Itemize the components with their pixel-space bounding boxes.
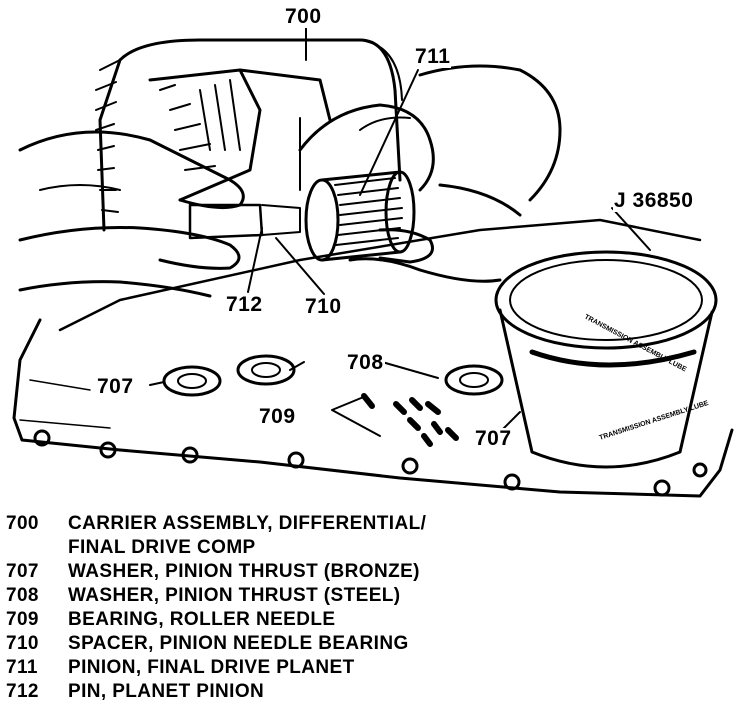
legend-desc: SPACER, PINION NEEDLE BEARING xyxy=(68,633,409,654)
legend-item-708: 708 WASHER, PINION THRUST (STEEL) xyxy=(6,584,706,608)
illustration: TRANSMISSION ASSEMBLY LUBE TRANSMISSION … xyxy=(12,27,734,498)
legend-code: 712 xyxy=(6,681,39,702)
left-hand xyxy=(18,130,301,298)
legend-item-709: 709 BEARING, ROLLER NEEDLE xyxy=(6,608,706,632)
legend-desc: PINION, FINAL DRIVE PLANET xyxy=(68,657,355,678)
legend-code xyxy=(6,536,68,560)
callout-709: 709 xyxy=(258,405,297,428)
legend-item-700-cont: FINAL DRIVE COMP xyxy=(6,536,706,560)
right-hand xyxy=(298,64,562,283)
legend-desc: CARRIER ASSEMBLY, DIFFERENTIAL/ xyxy=(68,513,427,534)
legend-desc: WASHER, PINION THRUST (STEEL) xyxy=(68,585,401,606)
legend-desc: BEARING, ROLLER NEEDLE xyxy=(68,609,336,630)
legend-code: 711 xyxy=(6,657,38,678)
legend-item-711: 711 PINION, FINAL DRIVE PLANET xyxy=(6,656,706,680)
callout-700: 700 xyxy=(284,5,323,28)
pinion-gear-711 xyxy=(304,170,416,262)
parts-legend: 700 CARRIER ASSEMBLY, DIFFERENTIAL/ FINA… xyxy=(6,512,706,704)
legend-desc: WASHER, PINION THRUST (BRONZE) xyxy=(68,561,420,582)
legend-code: 707 xyxy=(6,561,39,582)
legend-code: 709 xyxy=(6,609,39,630)
legend-code: 710 xyxy=(6,633,39,654)
diagram-figure: TRANSMISSION ASSEMBLY LUBE TRANSMISSION … xyxy=(12,5,734,498)
callout-712: 712 xyxy=(225,293,264,316)
case-plate xyxy=(12,218,734,498)
legend-item-700: 700 CARRIER ASSEMBLY, DIFFERENTIAL/ xyxy=(6,512,706,536)
lube-cup: TRANSMISSION ASSEMBLY LUBE TRANSMISSION … xyxy=(494,250,718,469)
callout-710: 710 xyxy=(304,295,343,318)
thrust-washers xyxy=(162,354,504,397)
callout-j-36850: J 36850 xyxy=(613,189,695,212)
legend-item-712: 712 PIN, PLANET PINION xyxy=(6,680,706,704)
legend-code: 708 xyxy=(6,585,39,606)
cup-label: TRANSMISSION ASSEMBLY LUBE xyxy=(598,400,709,442)
callout-708: 708 xyxy=(346,351,385,374)
legend-item-710: 710 SPACER, PINION NEEDLE BEARING xyxy=(6,632,706,656)
legend-item-707: 707 WASHER, PINION THRUST (BRONZE) xyxy=(6,560,706,584)
callout-711: 711 xyxy=(414,45,452,68)
legend-desc: FINAL DRIVE COMP xyxy=(68,537,256,558)
callout-707-left: 707 xyxy=(96,375,135,398)
callout-707-right: 707 xyxy=(474,427,513,450)
legend-code: 700 xyxy=(6,513,39,534)
legend-desc: PIN, PLANET PINION xyxy=(68,681,265,702)
carrier-housing xyxy=(95,38,403,232)
leader-lines xyxy=(149,27,651,437)
roller-needles xyxy=(361,393,459,447)
